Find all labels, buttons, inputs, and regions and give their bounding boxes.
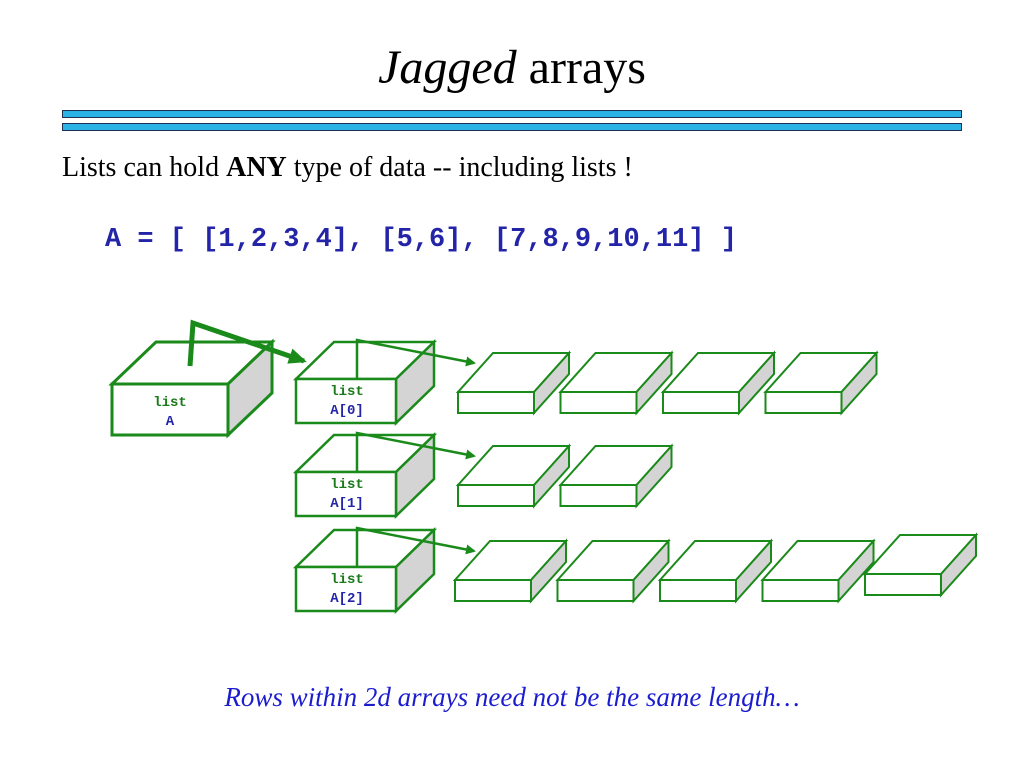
cell-row-1-1 [558, 443, 674, 509]
cell-row-2-1-front [556, 579, 635, 602]
cell-row-2-2-front [659, 579, 737, 602]
cell-row-0-1-front [559, 391, 638, 414]
box-list-A-label-line1: list [153, 395, 187, 411]
cell-row-2-4 [862, 532, 979, 598]
intro-after: type of data -- including lists ! [286, 152, 633, 183]
intro-bold: ANY [226, 152, 287, 183]
box-row-1-front [294, 470, 398, 518]
cell-row-0-2-front [662, 391, 740, 414]
pointer-row-2 [355, 526, 476, 568]
box-row-1-label-line1: list [330, 477, 364, 493]
cell-row-2-2 [657, 538, 774, 604]
box-row-2-label-line2: A[2] [330, 591, 364, 607]
title-rule-top [62, 110, 962, 118]
cell-row-2-0 [452, 538, 569, 604]
cell-row-2-1 [555, 538, 671, 604]
cell-row-0-1 [558, 350, 674, 416]
cell-row-0-3-front [764, 391, 843, 414]
box-row-0-front [294, 377, 398, 425]
cell-row-0-0 [455, 350, 572, 416]
pointer-row-0 [355, 338, 476, 380]
cell-row-0-2 [660, 350, 777, 416]
cell-row-2-3-front [761, 579, 840, 602]
cell-row-1-0 [455, 443, 572, 509]
cell-row-2-3 [760, 538, 876, 604]
box-list-A-front [110, 382, 230, 437]
cell-row-1-1-front [559, 484, 638, 507]
title-rule-bottom [62, 123, 962, 131]
box-row-0-label-line1: list [330, 384, 364, 400]
box-row-0-label-line2: A[0] [330, 403, 364, 419]
pointer-row-1 [355, 431, 476, 473]
title-rest: arrays [516, 41, 646, 94]
title-italic: Jagged [378, 41, 517, 94]
cell-row-2-0-front [454, 579, 532, 602]
slide-title: Jagged arrays [0, 38, 1024, 98]
caption: Rows within 2d arrays need not be the sa… [224, 682, 800, 712]
code-example: A = [ [1,2,3,4], [5,6], [7,8,9,10,11] ] [105, 225, 737, 255]
intro-before: Lists can hold [62, 152, 227, 183]
intro-text: Lists can hold ANY type of data -- inclu… [62, 150, 633, 186]
box-list-A-label-line2: A [166, 414, 175, 430]
cell-row-0-3 [763, 350, 879, 416]
pointer-A-to-A0 [187, 319, 307, 367]
cell-row-0-0-front [457, 391, 535, 414]
box-row-1-label-line2: A[1] [330, 496, 364, 512]
box-row-2-front [294, 565, 398, 613]
cell-row-2-4-front [864, 573, 942, 596]
box-row-2-label-line1: list [330, 572, 364, 588]
cell-row-1-0-front [457, 484, 535, 507]
